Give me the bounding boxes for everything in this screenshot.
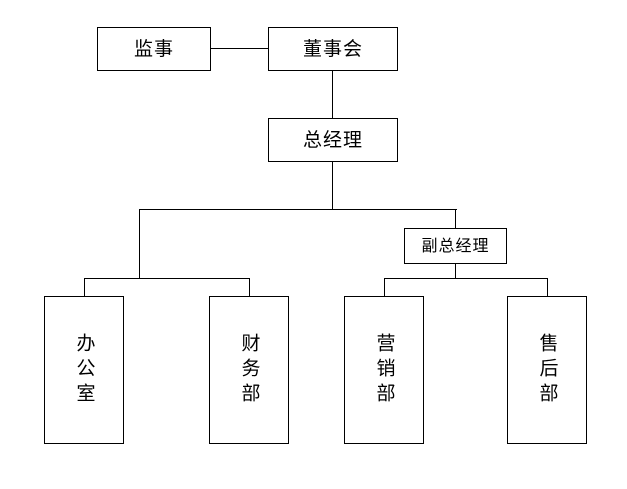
node-marketing-department-label: 营销部 bbox=[373, 332, 396, 408]
edge-drop-marketing bbox=[384, 278, 385, 296]
node-office[interactable]: 办公室 bbox=[44, 296, 124, 444]
node-after-sales-department-label: 售后部 bbox=[536, 332, 559, 408]
node-marketing-department[interactable]: 营销部 bbox=[344, 296, 424, 444]
node-finance-department[interactable]: 财务部 bbox=[209, 296, 289, 444]
node-general-manager-label: 总经理 bbox=[302, 128, 363, 151]
node-deputy-general-manager-label: 副总经理 bbox=[421, 235, 490, 255]
edge-general-manager-drop bbox=[332, 162, 333, 209]
node-deputy-general-manager[interactable]: 副总经理 bbox=[404, 228, 507, 264]
node-board-of-directors[interactable]: 董事会 bbox=[268, 27, 398, 71]
node-board-of-directors-label: 董事会 bbox=[302, 37, 363, 60]
edge-branch-bus bbox=[139, 209, 457, 210]
node-supervisor[interactable]: 监事 bbox=[97, 27, 211, 71]
edge-drop-after-sales bbox=[547, 278, 548, 296]
edge-drop-office bbox=[84, 278, 85, 296]
edge-board-to-general-manager bbox=[332, 71, 333, 118]
node-office-label: 办公室 bbox=[73, 332, 96, 408]
edge-marketing-aftersales-bus bbox=[384, 278, 548, 279]
edge-bus-to-deputy bbox=[455, 209, 456, 228]
edge-office-finance-bus bbox=[84, 278, 250, 279]
edge-bus-to-office-finance-drop bbox=[139, 209, 140, 278]
node-supervisor-label: 监事 bbox=[133, 37, 174, 60]
node-after-sales-department[interactable]: 售后部 bbox=[507, 296, 587, 444]
edge-supervisor-to-board bbox=[211, 48, 268, 49]
node-general-manager[interactable]: 总经理 bbox=[268, 118, 398, 162]
edge-drop-finance bbox=[249, 278, 250, 296]
node-finance-department-label: 财务部 bbox=[238, 332, 261, 408]
edge-deputy-drop bbox=[455, 264, 456, 278]
